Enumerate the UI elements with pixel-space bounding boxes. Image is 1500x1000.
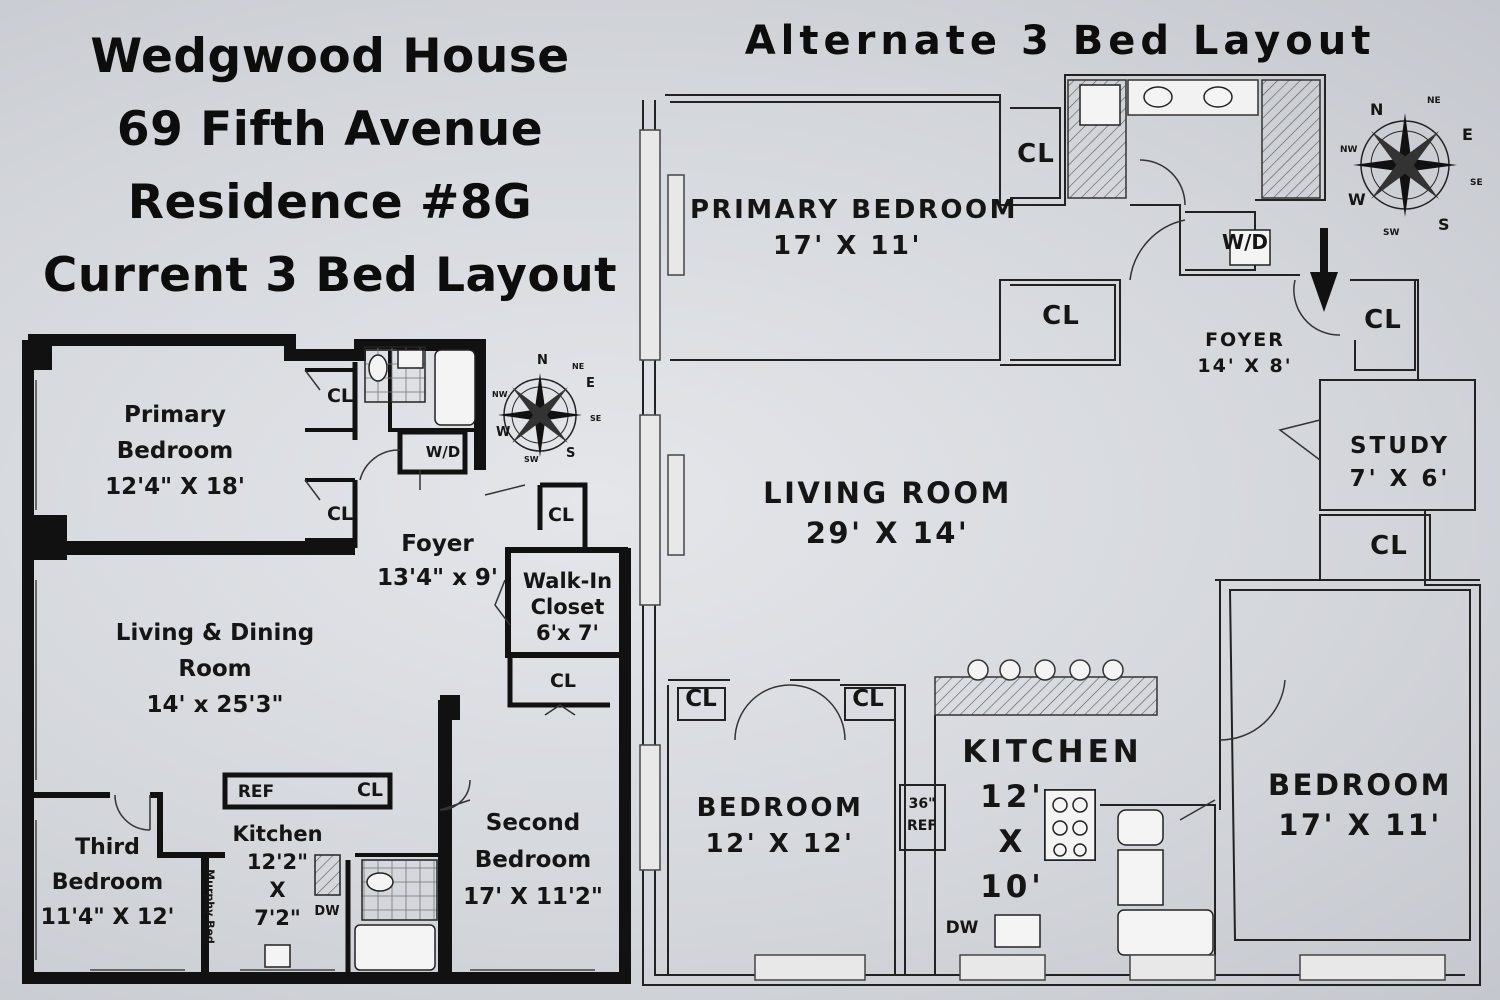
alt-left-bedroom-closet-1: CL xyxy=(685,686,717,712)
current-ref-label: REF xyxy=(237,782,275,802)
alternate-plan-fixtures xyxy=(994,84,1271,956)
current-third-bedroom-label: Third Bedroom 11'4" X 12' xyxy=(40,835,175,930)
current-compass-nw: NW xyxy=(492,390,508,399)
alt-kitchen-size-line2: X xyxy=(998,824,1027,860)
alternate-plan-compass-rose xyxy=(1353,113,1457,217)
current-plan-compass-rose xyxy=(498,373,582,457)
current-compass-ne: NE xyxy=(572,362,585,371)
title-line-residence: Residence #8G xyxy=(127,175,533,230)
current-plan-walls xyxy=(22,334,631,984)
alt-compass-e: E xyxy=(1462,125,1473,144)
current-second-bedroom-label: Second Bedroom 17' X 11'2" xyxy=(463,810,603,910)
alt-left-bedroom-closet-2: CL xyxy=(852,686,884,712)
current-compass-n: N xyxy=(537,353,548,368)
current-dishwasher-label: DW xyxy=(314,904,340,919)
alternate-layout-title: Alternate 3 Bed Layout xyxy=(744,18,1376,64)
title-line-layout: Current 3 Bed Layout xyxy=(42,248,618,303)
current-primary-closet-1: CL xyxy=(326,385,354,407)
current-foyer-label: Foyer 13'4" x 9' xyxy=(377,531,498,591)
alt-primary-closet-1: CL xyxy=(1017,139,1055,169)
foyer-entry-arrow xyxy=(1310,228,1338,312)
current-primary-closet-2: CL xyxy=(326,503,354,525)
alt-study-label: STUDY 7' X 6' xyxy=(1349,433,1451,492)
alternate-plan-windows xyxy=(639,129,1446,981)
title-line-building: Wedgwood House xyxy=(90,29,570,84)
current-murphy-bed-label: Murphy Bed xyxy=(203,869,217,944)
alt-compass-ne: NE xyxy=(1427,96,1441,106)
alternate-plan-walls xyxy=(642,74,1481,986)
alt-study-closet: CL xyxy=(1370,531,1408,561)
alt-kitchen-label: KITCHEN 12' X 10' xyxy=(950,730,1155,910)
alt-compass-sw: SW xyxy=(1383,228,1400,238)
alt-foyer-closet: CL xyxy=(1364,305,1402,335)
current-plan-windows xyxy=(35,380,595,971)
alt-kitchen-size-line3: 10' xyxy=(980,869,1045,905)
current-primary-bedroom-label: Primary Bedroom 12'4" X 18' xyxy=(105,402,245,500)
current-layout-title: Wedgwood House 69 Fifth Avenue Residence… xyxy=(20,20,640,312)
alt-right-bedroom-label: BEDROOM 17' X 11' xyxy=(1268,768,1452,842)
alt-ref-label: 36" REF xyxy=(907,796,937,834)
current-compass-sw: SW xyxy=(524,455,539,464)
current-plan-bath-fixtures xyxy=(264,346,476,971)
alt-compass-n: N xyxy=(1370,100,1384,119)
current-compass-w: W xyxy=(496,425,511,440)
alt-compass-s: S xyxy=(1438,215,1450,234)
current-walk-in-closet-label: Walk-In Closet 6'x 7' xyxy=(522,569,613,645)
alt-left-bedroom-label: BEDROOM 12' X 12' xyxy=(696,793,864,859)
current-plan-doors xyxy=(114,369,576,831)
current-foyer-closet: CL xyxy=(547,504,575,526)
current-compass-e: E xyxy=(586,376,595,391)
alt-compass-se: SE xyxy=(1470,178,1483,188)
alt-foyer-label: FOYER 14' X 8' xyxy=(1197,329,1293,377)
alternate-plan-stools xyxy=(967,659,1124,681)
alt-primary-closet-2: CL xyxy=(1042,301,1080,331)
alt-primary-bedroom-label: PRIMARY BEDROOM 17' X 11' xyxy=(690,195,1018,261)
current-kitchen-label: Kitchen 12'2" X 7'2" xyxy=(232,822,323,930)
alternate-plan-doors xyxy=(734,159,1341,821)
current-compass-s: S xyxy=(566,446,576,461)
current-living-dining-label: Living & Dining Room 14' x 25'3" xyxy=(115,620,315,718)
alt-living-room-label: LIVING ROOM 29' X 14' xyxy=(763,476,1012,550)
alt-dishwasher-label: DW xyxy=(945,918,979,938)
current-second-bedroom-closet: CL xyxy=(549,670,577,692)
alternate-plan-counters xyxy=(934,79,1321,716)
alt-compass-nw: NW xyxy=(1340,145,1358,155)
title-line-address: 69 Fifth Avenue xyxy=(116,102,544,157)
current-plan-pillars xyxy=(22,340,460,720)
current-kitchen-closet: CL xyxy=(356,779,384,801)
current-washer-dryer: W/D xyxy=(425,443,461,461)
alt-kitchen-size-line1: 12' xyxy=(980,779,1045,815)
current-compass-se: SE xyxy=(590,414,602,423)
alt-compass-w: W xyxy=(1348,190,1366,209)
alt-washer-dryer: W/D xyxy=(1222,230,1268,254)
